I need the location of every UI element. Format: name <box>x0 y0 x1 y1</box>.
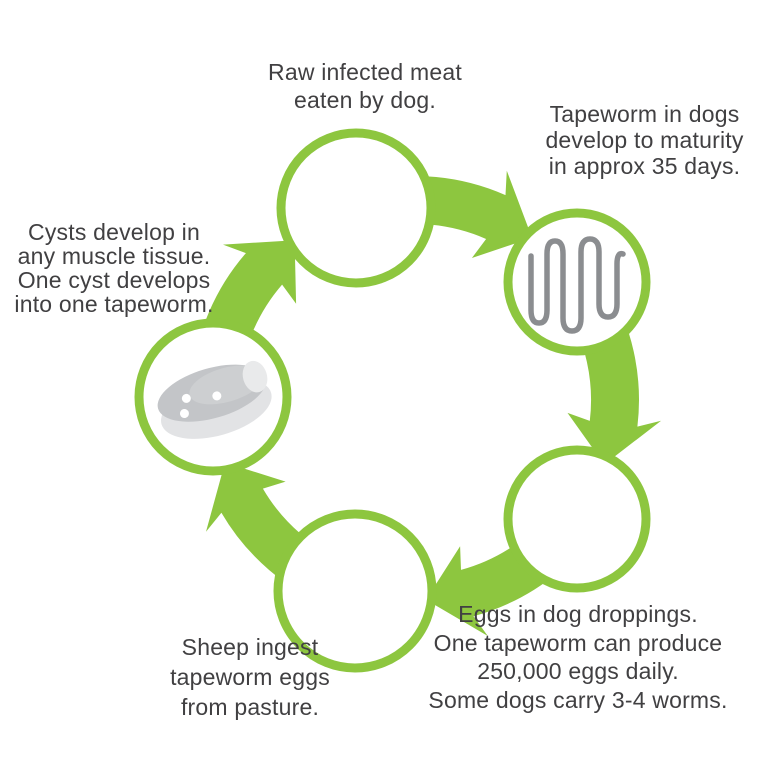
stage-label-tapeworm: Tapeworm in dogs develop to maturity in … <box>545 101 744 179</box>
stage-circle-eggs <box>503 445 651 593</box>
stage-circle-sheep <box>273 509 437 673</box>
stage-circle-dog <box>276 128 436 288</box>
stage-label-dog: Raw infected meat eaten by dog. <box>268 59 462 114</box>
tapeworm-icon <box>528 236 626 334</box>
meat-with-cysts-icon <box>157 360 272 439</box>
stage-label-sheep: Sheep ingest tapeworm eggs from pasture. <box>170 634 330 720</box>
stage-label-cysts: Cysts develop in any muscle tissue. One … <box>14 219 214 318</box>
stage-label-eggs: Eggs in dog droppings. One tapeworm can … <box>428 601 728 713</box>
